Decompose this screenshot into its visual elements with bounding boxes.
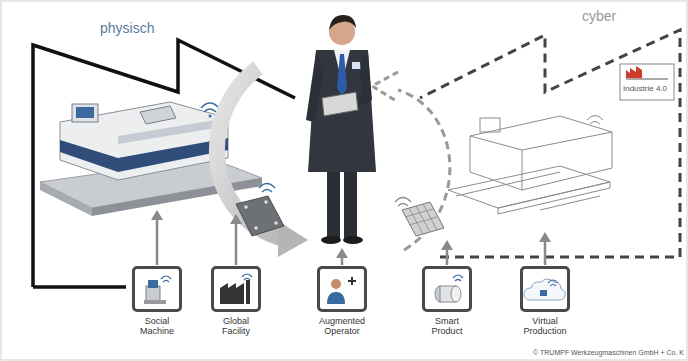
cloud-icon bbox=[524, 279, 565, 300]
feature-node: Global Facility bbox=[206, 266, 266, 337]
industrie-logo bbox=[620, 64, 674, 100]
social-machine-icon bbox=[144, 276, 171, 304]
feature-node: Augmented Operator bbox=[312, 266, 372, 337]
cyber-arc-arrow bbox=[372, 72, 450, 250]
mesh-part bbox=[395, 198, 444, 237]
smart-product-icon bbox=[435, 275, 463, 302]
icon-frame bbox=[132, 266, 182, 312]
physical-region-floor bbox=[33, 285, 126, 289]
sheet-part bbox=[236, 184, 284, 237]
physical-region-outline bbox=[33, 40, 295, 287]
copyright-note: © TRUMPF Werkzeugmaschinen GmbH + Co. K bbox=[533, 349, 684, 356]
feature-arrows bbox=[151, 210, 551, 265]
feature-label: Virtual Production bbox=[517, 316, 573, 337]
feature-node: Virtual Production bbox=[515, 266, 575, 337]
icon-frame bbox=[422, 266, 472, 312]
region-label: cyber bbox=[582, 8, 616, 24]
feature-label: Augmented Operator bbox=[314, 316, 370, 337]
cyber-region-outline bbox=[420, 30, 680, 257]
virtual-machine bbox=[448, 116, 612, 215]
factory-icon bbox=[220, 274, 252, 304]
icon-frame bbox=[317, 266, 367, 312]
flow-arc-arrow bbox=[217, 68, 308, 257]
icon-frame bbox=[211, 266, 261, 312]
icon-frame bbox=[520, 266, 570, 312]
feature-node: Social Machine bbox=[127, 266, 187, 337]
feature-label: Global Facility bbox=[208, 316, 264, 337]
feature-label: Smart Product bbox=[419, 316, 475, 337]
operator-figure bbox=[306, 15, 376, 244]
logo-text: Industrie 4.0 bbox=[623, 84, 667, 93]
operator-icon bbox=[327, 277, 356, 304]
region-label: physisch bbox=[100, 20, 154, 36]
feature-node: Smart Product bbox=[417, 266, 477, 337]
feature-label: Social Machine bbox=[129, 316, 185, 337]
